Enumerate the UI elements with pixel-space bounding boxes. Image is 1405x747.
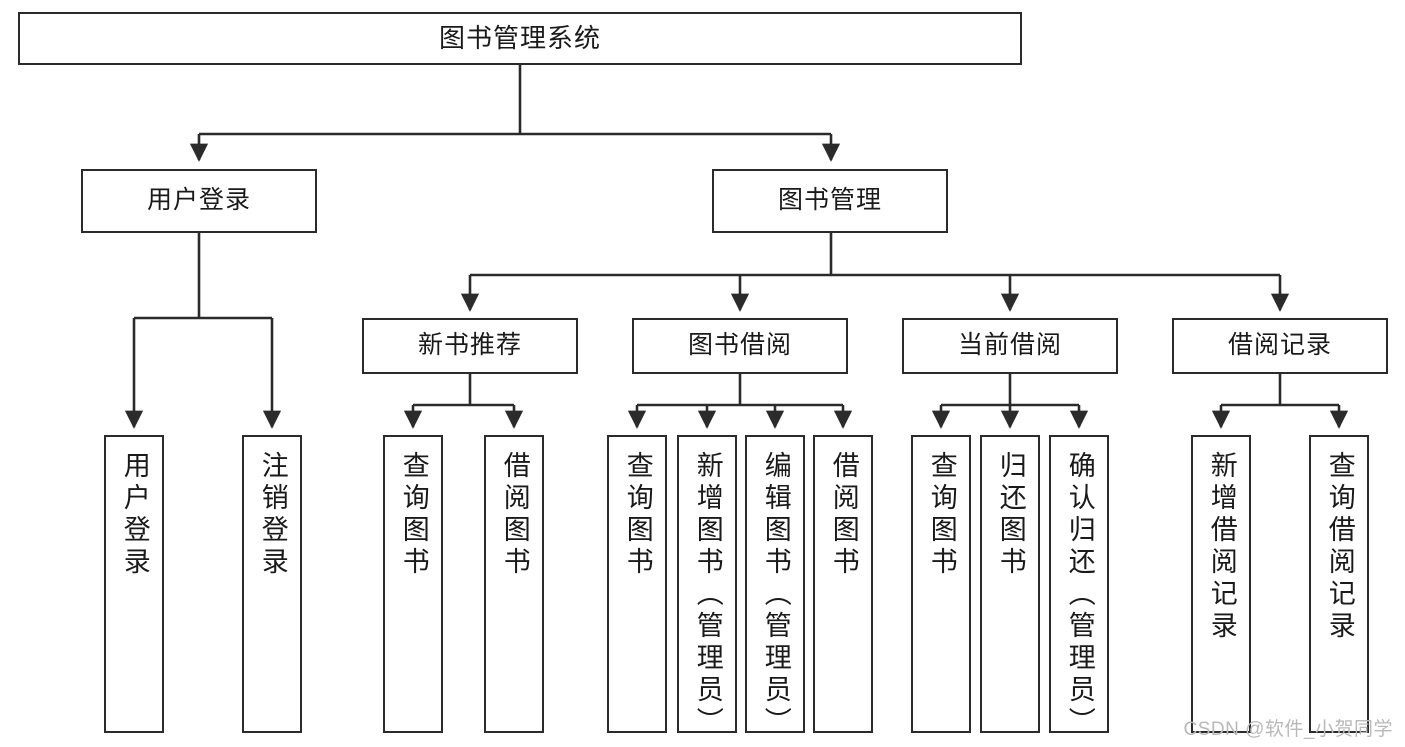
leaf-user-login-login[interactable]: 用户登录 <box>104 435 164 733</box>
node-label: 查询借阅记录 <box>1324 451 1355 643</box>
leaf-borrow-record-add-record[interactable]: 新增借阅记录 <box>1191 435 1251 733</box>
node-label: 新增图书（管理员） <box>692 451 723 739</box>
node-label: 图书管理系统 <box>438 23 601 54</box>
node-label: 当前借阅 <box>957 331 1062 360</box>
node-label: 图书管理 <box>777 186 882 215</box>
leaf-current-borrow-confirm-return-admin[interactable]: 确认归还（管理员） <box>1049 435 1109 739</box>
leaf-book-borrow-edit-book-admin[interactable]: 编辑图书（管理员） <box>745 435 805 739</box>
leaf-current-borrow-return-book[interactable]: 归还图书 <box>980 435 1040 733</box>
node-book-management[interactable]: 图书管理 <box>712 169 948 233</box>
node-label: 查询图书 <box>622 451 653 579</box>
leaf-user-login-logout[interactable]: 注销登录 <box>242 435 302 733</box>
node-label: 图书借阅 <box>687 331 792 360</box>
node-label: 借阅记录 <box>1227 331 1332 360</box>
leaf-new-book-query-book[interactable]: 查询图书 <box>383 435 443 733</box>
node-label: 借阅图书 <box>499 451 530 579</box>
node-label: 注销登录 <box>257 451 288 579</box>
node-label: 编辑图书（管理员） <box>760 451 791 739</box>
leaf-book-borrow-add-book-admin[interactable]: 新增图书（管理员） <box>677 435 737 739</box>
leaf-current-borrow-query-book[interactable]: 查询图书 <box>911 435 971 733</box>
node-root-book-management-system[interactable]: 图书管理系统 <box>18 12 1022 65</box>
node-label: 查询图书 <box>398 451 429 579</box>
leaf-borrow-record-query-record[interactable]: 查询借阅记录 <box>1309 435 1369 733</box>
node-borrow-record[interactable]: 借阅记录 <box>1172 318 1388 374</box>
leaf-book-borrow-borrow-book[interactable]: 借阅图书 <box>813 435 873 733</box>
node-book-borrow[interactable]: 图书借阅 <box>632 318 848 374</box>
node-user-login[interactable]: 用户登录 <box>81 169 317 233</box>
node-new-book-recommend[interactable]: 新书推荐 <box>362 318 578 374</box>
leaf-new-book-borrow-book[interactable]: 借阅图书 <box>484 435 544 733</box>
node-label: 确认归还（管理员） <box>1064 451 1095 739</box>
node-label: 借阅图书 <box>828 451 859 579</box>
node-label: 用户登录 <box>146 186 251 215</box>
node-label: 新增借阅记录 <box>1206 451 1237 643</box>
node-label: 用户登录 <box>119 451 150 579</box>
node-label: 归还图书 <box>995 451 1026 579</box>
node-label: 新书推荐 <box>417 331 522 360</box>
node-current-borrow[interactable]: 当前借阅 <box>902 318 1118 374</box>
watermark: CSDN @软件_小贺同学 <box>1183 719 1393 740</box>
leaf-book-borrow-query-book[interactable]: 查询图书 <box>607 435 667 733</box>
node-label: 查询图书 <box>926 451 957 579</box>
